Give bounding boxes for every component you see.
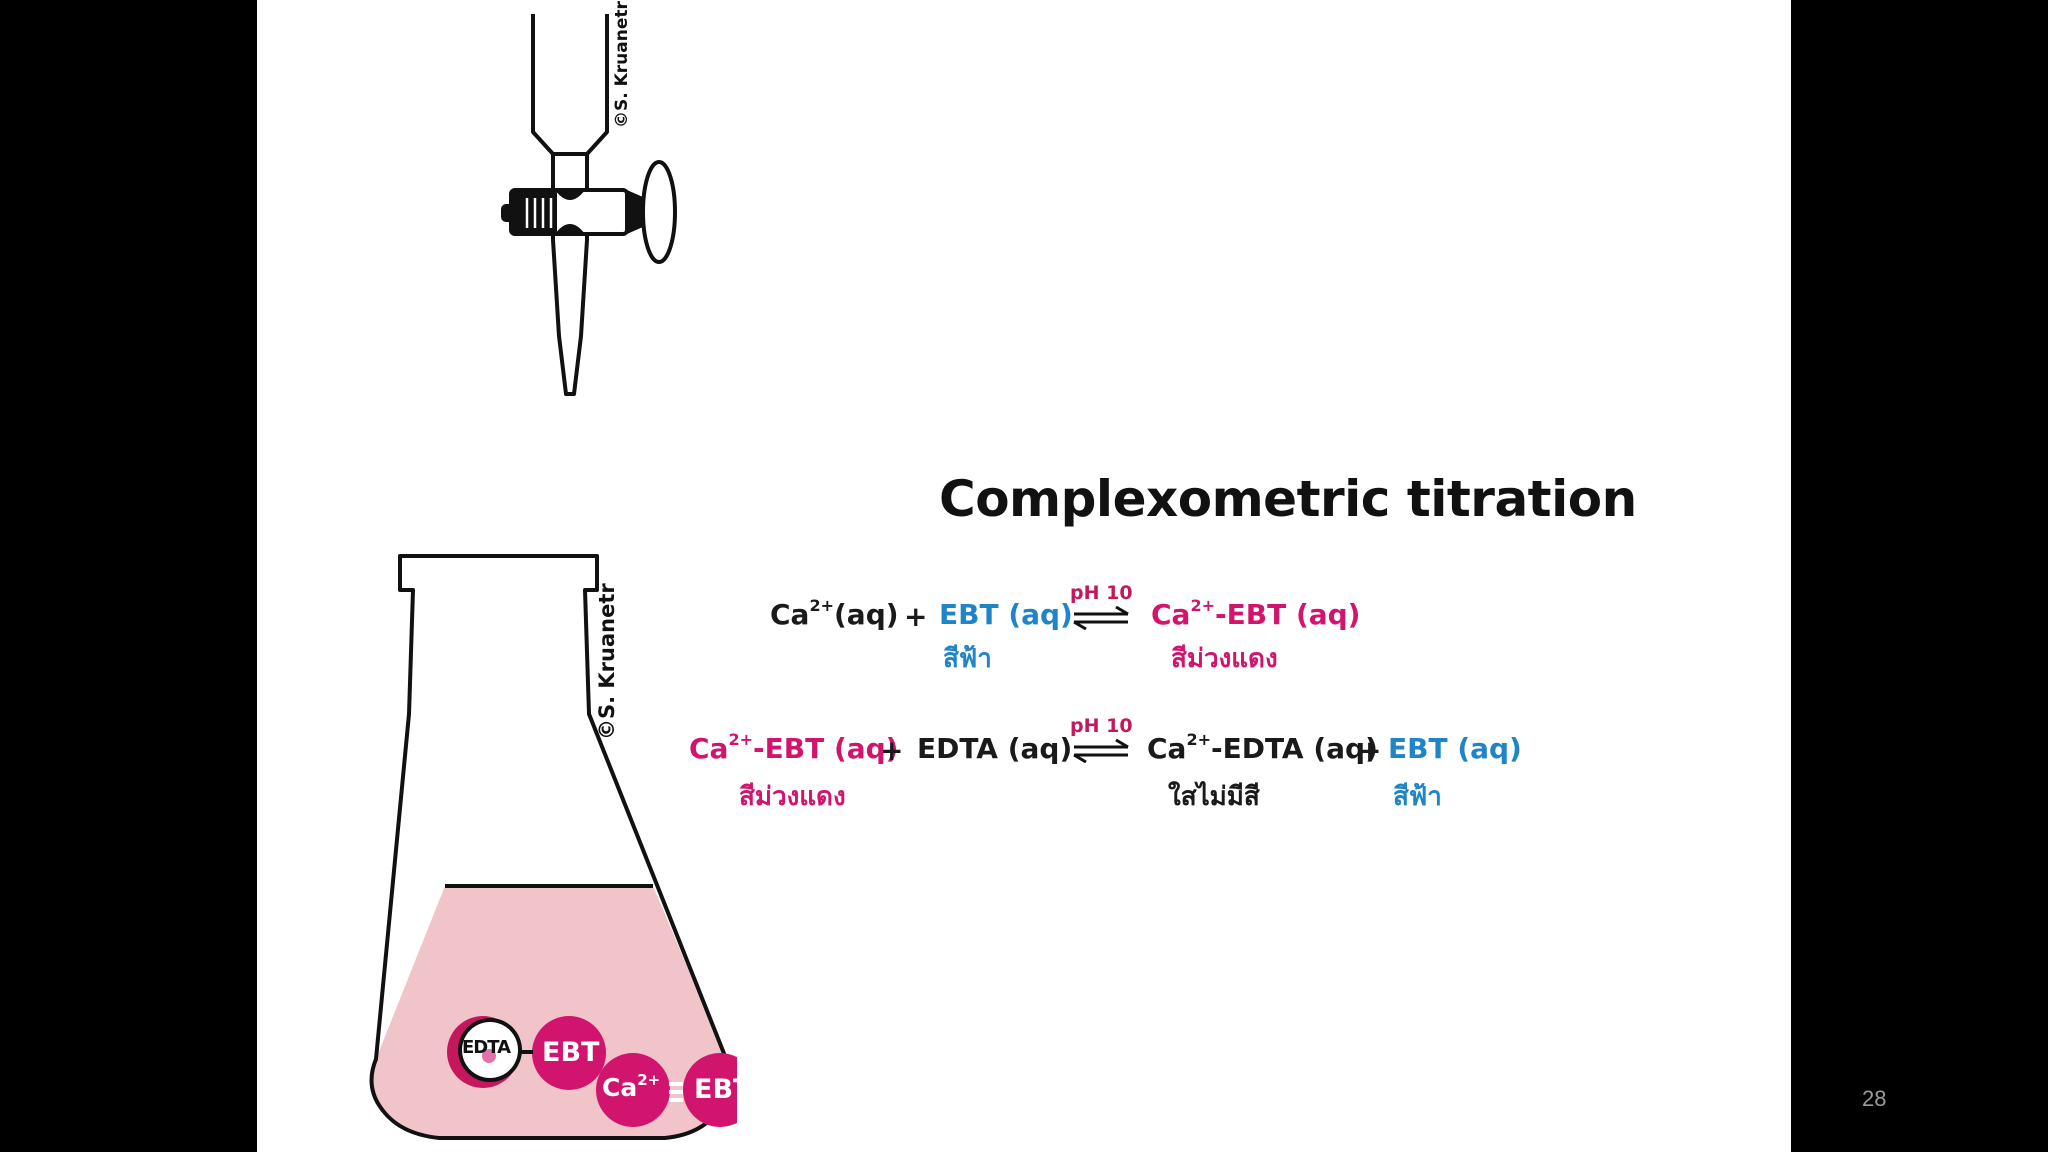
reaction1-reactant2-color-note: สีฟ้า	[943, 644, 992, 674]
reaction2-reactant2: EDTA (aq)	[917, 732, 1073, 765]
reaction1-condition: pH 10	[1070, 582, 1133, 604]
reaction2-product1: Ca2+-EDTA (aq)	[1147, 730, 1378, 765]
equilibrium-arrow-icon-2	[1073, 739, 1129, 763]
reaction1-plus: +	[904, 600, 928, 633]
reaction2-reactant1-color-note: สีม่วงแดง	[739, 782, 846, 812]
slide-title: Complexometric titration	[939, 470, 1637, 528]
ca-molecule-label: Ca2+	[602, 1071, 661, 1102]
page-number: 28	[1862, 1086, 1887, 1111]
equilibrium-arrow-icon	[1073, 606, 1129, 630]
reaction2-reactant1: Ca2+-EBT (aq)	[689, 730, 899, 765]
flask-copyright: ©S. Kruanetr	[595, 583, 619, 740]
burette-illustration	[501, 14, 677, 396]
reaction1-reactant2: EBT (aq)	[939, 598, 1073, 631]
reaction2-product2-color-note: สีฟ้า	[1393, 782, 1442, 812]
edta-molecule-label: EDTA	[462, 1037, 511, 1058]
reaction2-plus2: +	[1358, 734, 1382, 767]
ebt-molecule-label-2: EBT	[694, 1074, 752, 1105]
burette-copyright: ©S. Kruanetr	[612, 1, 632, 128]
reaction2-product1-color-note: ใสไม่มีสี	[1168, 782, 1260, 812]
slide: ©S. Kruanetr ©S. Kruanetr EDTA EBT Ca2+ …	[257, 0, 1791, 1152]
molecules-illustration	[447, 1016, 737, 1127]
ebt-molecule-label: EBT	[542, 1037, 600, 1068]
reaction2-plus1: +	[880, 734, 904, 767]
reaction1-reactant1: Ca2+(aq)	[770, 596, 899, 631]
reaction2-condition: pH 10	[1070, 715, 1133, 737]
reaction1-product-color-note: สีม่วงแดง	[1171, 644, 1278, 674]
reaction2-product2: EBT (aq)	[1388, 732, 1522, 765]
reaction1-product: Ca2+-EBT (aq)	[1151, 596, 1361, 631]
